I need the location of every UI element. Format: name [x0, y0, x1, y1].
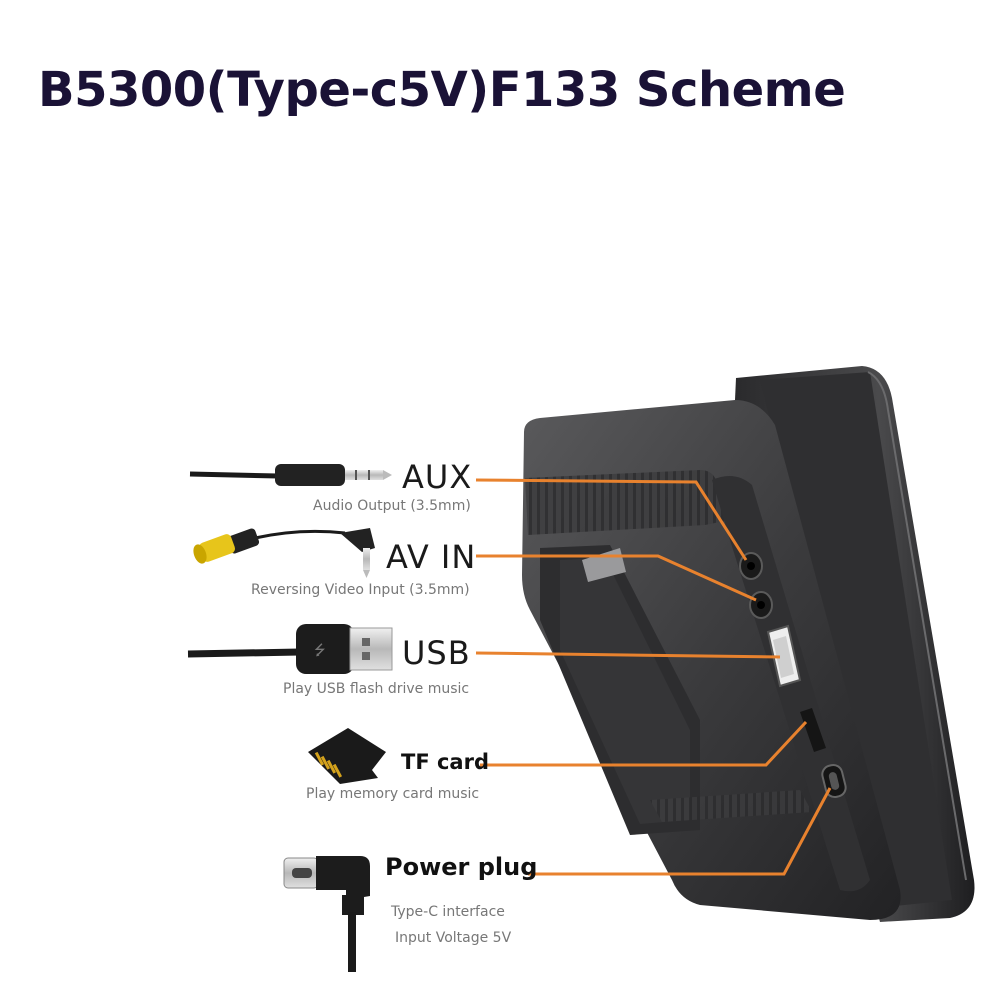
- power-plug-description: Type-C interface: [391, 904, 505, 920]
- aux-leader: [475, 478, 748, 561]
- power-plug-label: Power plug: [385, 853, 538, 881]
- power-plug-voltage: Input Voltage 5V: [395, 930, 512, 946]
- monitor-device: [522, 366, 975, 922]
- aux-cable-icon: [189, 464, 392, 486]
- aux-label: AUX: [402, 458, 473, 496]
- aux-description: Audio Output (3.5mm): [313, 498, 471, 514]
- avin-leader: [476, 554, 757, 602]
- leader-lines: [475, 478, 832, 876]
- tf-card-icon: [308, 728, 386, 784]
- av-in-label: AV IN: [386, 538, 477, 576]
- av-in-description: Reversing Video Input (3.5mm): [251, 582, 470, 598]
- tf-leader: [480, 720, 808, 767]
- usb-leader: [475, 651, 781, 659]
- power-leader: [528, 787, 832, 876]
- tf-card-label: TF card: [401, 750, 489, 774]
- rca-av-cable-icon: [193, 528, 375, 578]
- page-title: B5300(Type-c5V)F133 Scheme: [38, 62, 846, 118]
- usb-description: Play USB flash drive music: [283, 681, 470, 697]
- usb-label: USB: [402, 634, 471, 672]
- svg-text:⭍: ⭍: [314, 643, 326, 659]
- usb-cable-icon: ⭍: [187, 624, 393, 674]
- type-c-cable-icon: [283, 856, 370, 972]
- tf-card-description: Play memory card music: [306, 786, 480, 802]
